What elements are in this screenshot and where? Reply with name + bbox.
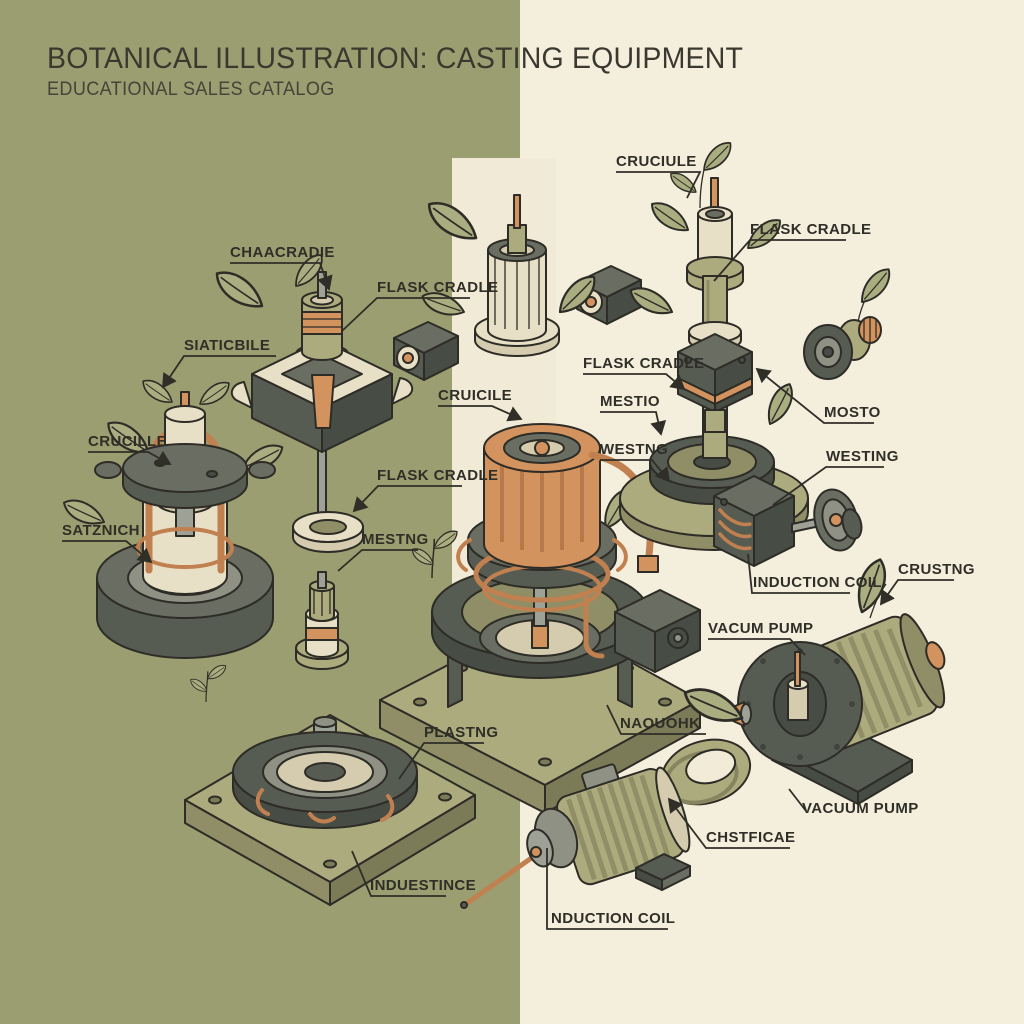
label-naouohk: NAOUOHK xyxy=(620,715,701,732)
coupling-part xyxy=(803,267,897,380)
page-subtitle: EDUCATIONAL SALES CATALOG xyxy=(47,79,335,100)
label-westing: WESTING xyxy=(826,448,899,465)
crucible-cage-machine xyxy=(62,379,284,659)
label-plastng: PLASTNG xyxy=(424,724,499,741)
leader-lines xyxy=(62,171,954,930)
flask-column-machine xyxy=(619,141,863,567)
label-induestince: INDUESTINCE xyxy=(370,877,477,894)
label-siaticbile: SIATICBILE xyxy=(184,337,271,354)
label-induction-coil-right: INDUCTION COIL xyxy=(753,574,882,591)
small-fixture-part-left xyxy=(393,321,459,381)
induction-coil-motor xyxy=(460,763,691,909)
label-chaacradie: CHAACRADIE xyxy=(230,244,335,261)
label-chstficae: CHSTFICAE xyxy=(706,829,796,846)
spacer-stack xyxy=(191,531,457,702)
label-mestio: MESTIO xyxy=(600,393,660,410)
induction-casting-machine xyxy=(379,194,701,814)
label-flask-cradle-top-right: FLASK CRADLE xyxy=(750,221,872,238)
label-mosto: MOSTO xyxy=(824,404,881,421)
label-vacum-pump: VACUM PUMP xyxy=(708,620,814,637)
flask-cradle-ring xyxy=(292,511,364,553)
label-crucille: CRUCILLE xyxy=(88,433,168,450)
flask-block-machine xyxy=(215,253,414,517)
label-vacuum-pump-bottom: VACUUM PUMP xyxy=(802,800,919,817)
page-title: BOTANICAL ILLUSTRATION: CASTING EQUIPMEN… xyxy=(47,42,744,75)
label-cruicile: CRUICILE xyxy=(438,387,513,404)
label-nduction-coil-bottom: NDUCTION COIL xyxy=(551,910,676,927)
coil-ring xyxy=(660,738,752,806)
label-flask-cradle-mid-left: FLASK CRADLE xyxy=(377,467,499,484)
label-flask-cradle-left: FLASK CRADLE xyxy=(377,279,499,296)
label-crustng: CRUSTNG xyxy=(898,561,975,578)
label-flask-cradle-center: FLASK CRADLE xyxy=(583,355,705,372)
label-satznich: SATZNICH xyxy=(62,522,140,539)
label-mestng: MESTNG xyxy=(362,531,429,548)
vacuum-pump xyxy=(683,557,946,805)
label-cruciule: CRUCIULE xyxy=(616,153,697,170)
label-westng: WESTNG xyxy=(600,441,669,458)
casting-ring-table xyxy=(184,714,476,906)
